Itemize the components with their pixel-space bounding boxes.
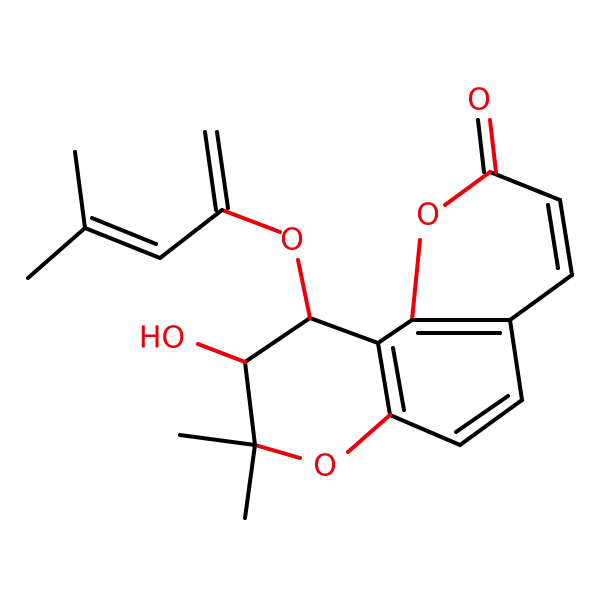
atom-label-hydroxyl: HO xyxy=(139,321,185,356)
bond-c1-c2 xyxy=(488,170,562,202)
bond-c1s-c2s xyxy=(158,208,224,260)
bond-c8-c10 xyxy=(308,316,380,345)
bond-c8a-olactone xyxy=(410,238,422,322)
bond-c2s-c3s-double xyxy=(90,216,158,246)
bond-c6-c7 xyxy=(388,413,462,447)
bond-c3s-me2 xyxy=(26,226,87,280)
bond-oether-c1s xyxy=(220,208,282,234)
atom-label-o-pyran: O xyxy=(313,449,337,484)
bond-c8-c8a xyxy=(376,318,414,345)
side-chain xyxy=(26,130,282,280)
pyran-ring xyxy=(178,258,392,520)
bond-c5-c6 xyxy=(458,398,524,447)
bond-c2p-opyran xyxy=(253,443,302,460)
bond-c1-ocarbonyl-b xyxy=(488,118,498,174)
bond-olactone-c1 xyxy=(443,170,492,207)
bond-c2p-me1 xyxy=(178,433,257,447)
bond-c2s-c3s xyxy=(83,226,162,260)
atom-label-o-lactone: O xyxy=(416,198,440,233)
bond-c5-c6-double xyxy=(454,394,510,434)
bond-c3-c4 xyxy=(508,273,574,322)
bond-c1-ocarbonyl-a xyxy=(476,118,486,174)
bond-c9-oh xyxy=(196,342,247,364)
bond-c7-c8-double xyxy=(391,346,406,412)
bond-opyran-c7 xyxy=(346,413,392,454)
bond-c1s-ch2-b xyxy=(215,130,230,210)
bond-c1s-ch2-a xyxy=(203,130,218,212)
bond-c2-c3 xyxy=(558,198,574,277)
lactone-ring xyxy=(410,118,574,335)
bond-c9-c2p xyxy=(243,360,257,447)
bond-c10-oether xyxy=(296,258,312,320)
atom-label-o-ether: O xyxy=(280,223,304,258)
atom-label-o-carbonyl: O xyxy=(467,83,491,118)
bond-c7-c8 xyxy=(376,341,392,417)
bond-c4a-c5 xyxy=(508,318,524,402)
bond-c2p-me2 xyxy=(243,443,257,520)
bond-c3s-me1 xyxy=(73,150,87,230)
bond-c2-c3-double xyxy=(546,203,560,270)
benzene-ring xyxy=(376,318,524,447)
bond-c10-c9 xyxy=(243,316,312,364)
